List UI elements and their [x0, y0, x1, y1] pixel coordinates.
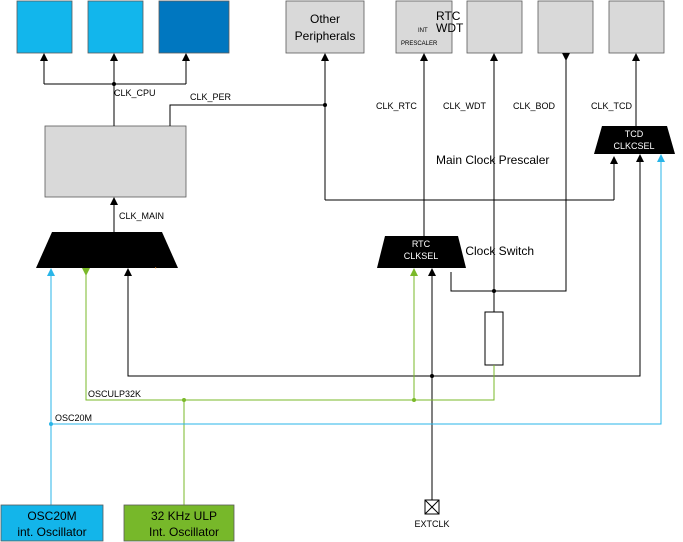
wdt-bod-wires	[450, 53, 570, 312]
junction-dot	[182, 398, 186, 402]
junction-dot	[323, 103, 327, 107]
clk-rtc-label: CLK_RTC	[376, 101, 417, 111]
osc20m-bus	[47, 154, 665, 505]
bod-block	[537, 0, 594, 54]
wdt-block	[466, 0, 523, 54]
rtc-clksel-mux	[377, 236, 466, 268]
rtc-mux-label-2: CLKSEL	[404, 251, 439, 261]
extclk-pin-cross	[424, 499, 440, 515]
other-peripherals-block	[285, 0, 365, 54]
extclk-bus	[124, 154, 644, 500]
main-clock-switch-label: Main Clock Switch	[436, 244, 534, 258]
ulp-box-label-1: 32 KHz ULP	[151, 509, 217, 523]
extclk-label: EXTCLK	[414, 519, 449, 529]
clk-cpu-label: CLK_CPU	[114, 88, 156, 98]
other-peripherals-label-1: Other	[310, 12, 340, 26]
junction-dot	[49, 422, 53, 426]
ulp-oscillator-box	[123, 504, 235, 542]
rtc-label: RTC	[436, 9, 461, 23]
junction-dot	[112, 82, 116, 86]
tcd-block	[608, 0, 665, 54]
tcd-mux-label-2: CLKCSEL	[613, 141, 654, 151]
rtc-int-prescaler-block	[395, 0, 453, 54]
junction-dot	[492, 289, 496, 293]
junction-dot	[430, 374, 434, 378]
cpu-box-1	[16, 0, 73, 54]
osculp32k-bus	[82, 268, 495, 505]
clk-per-label: CLK_PER	[190, 92, 232, 102]
main-clock-prescaler-label: Main Clock Prescaler	[436, 153, 549, 167]
ulp-divider-block	[484, 311, 504, 366]
prescaler-label: PRESCALER	[401, 41, 438, 47]
main-clock-switch-mux	[36, 232, 178, 268]
clk-wdt-label: CLK_WDT	[443, 101, 487, 111]
main-clock-prescaler-block	[44, 125, 187, 198]
tcd-clkcsel-mux	[594, 126, 675, 154]
osculp32k-label: OSCULP32K	[88, 389, 141, 399]
osc20m-box-label-2: int. Oscillator	[17, 525, 86, 539]
osc20m-box-label-1: OSC20M	[27, 509, 76, 523]
mux-tick: '	[155, 266, 157, 275]
ulp-box-label-2: Int. Oscillator	[149, 525, 219, 539]
tcd-mux-label-1: TCD	[625, 129, 644, 139]
clk-per-wires	[169, 53, 618, 201]
cpu-box-3	[158, 0, 230, 54]
cpu-box-2	[87, 0, 144, 54]
clk-main-label: CLK_MAIN	[119, 211, 164, 221]
osc20m-oscillator-box	[0, 504, 104, 542]
wdt-label: WDT	[436, 21, 464, 35]
rtc-mux-label-1: RTC	[412, 239, 431, 249]
junction-dot	[412, 398, 416, 402]
other-peripherals-label-2: Peripherals	[295, 29, 356, 43]
clk-bod-label: CLK_BOD	[513, 101, 556, 111]
int-label: INT	[418, 28, 428, 34]
osc20m-label: OSC20M	[55, 413, 92, 423]
clk-tcd-label: CLK_TCD	[591, 101, 633, 111]
